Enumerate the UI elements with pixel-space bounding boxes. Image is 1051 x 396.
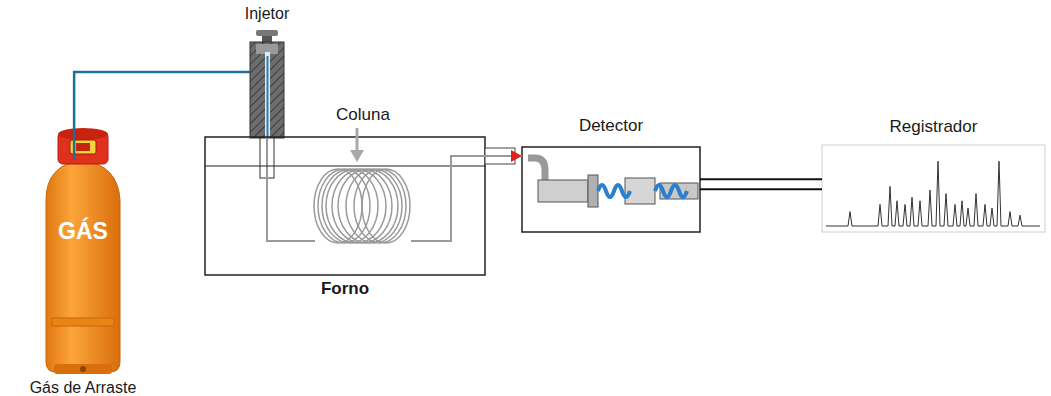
connector — [74, 72, 250, 160]
connector-line — [700, 188, 822, 190]
detector-body — [522, 147, 700, 232]
gas-cylinder — [46, 128, 120, 374]
cylinder-label: GÁS — [58, 218, 108, 246]
connector-line — [700, 178, 822, 180]
chromatogram — [822, 145, 1045, 232]
detector-node: Detector — [522, 147, 700, 232]
column-node: Coluna — [315, 169, 411, 245]
injector — [250, 30, 284, 178]
connector — [411, 150, 522, 241]
oven-node: FornoColuna — [205, 137, 485, 275]
part-label: Forno — [321, 279, 369, 299]
injector-node: Injetor — [250, 42, 284, 178]
connector — [700, 179, 822, 189]
part-label: Coluna — [336, 105, 390, 125]
recorder-node: Registrador — [822, 145, 1045, 232]
connector-line — [74, 72, 250, 160]
connector-line — [411, 156, 522, 241]
pointer-arrow — [350, 128, 364, 162]
oven — [205, 137, 485, 275]
gas-cylinder-node: GÁSGás de Arraste — [46, 160, 120, 372]
connector — [267, 178, 315, 241]
arrow-head — [511, 150, 522, 162]
part-label: Detector — [579, 116, 643, 136]
column-coil — [314, 169, 410, 243]
part-label: Injetor — [245, 4, 289, 23]
part-label: Gás de Arraste — [30, 378, 137, 396]
part-label: Registrador — [890, 117, 978, 137]
connector-line — [267, 178, 315, 241]
